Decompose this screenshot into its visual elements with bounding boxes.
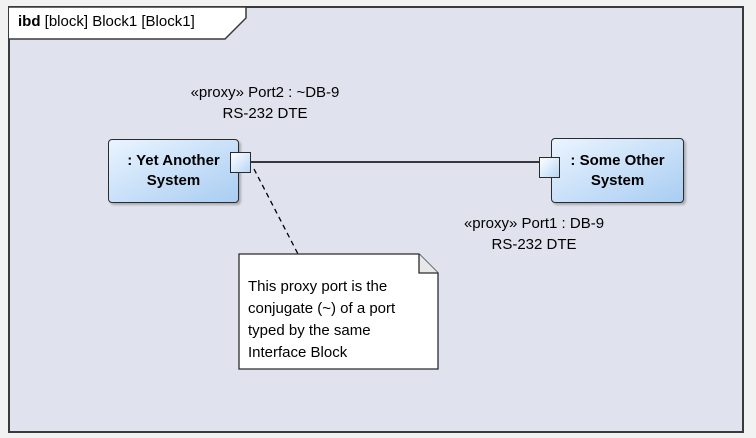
port1[interactable]	[539, 157, 560, 178]
port2-label: «proxy» Port2 : ~DB-9 RS-232 DTE	[175, 82, 355, 124]
block-name-line2: System	[146, 172, 201, 189]
block-name-line2: System	[590, 171, 645, 189]
block-yet-another-system[interactable]: : Yet Another System	[108, 139, 239, 203]
note-anchor-line	[253, 168, 299, 255]
port1-label-line2: RS-232 DTE	[491, 236, 577, 253]
block-name-line1: : Yet Another	[127, 152, 220, 169]
block-name-line1: : Some Other	[570, 151, 665, 169]
port2-label-line2: RS-232 DTE	[222, 105, 308, 122]
frame-kind: ibd	[18, 13, 41, 30]
note-shape[interactable]	[238, 253, 439, 370]
port2-label-line1: «proxy» Port2 : ~DB-9	[190, 84, 340, 101]
frame-name-tab	[9, 6, 247, 40]
note-text: This proxy port is the conjugate (~) of …	[248, 278, 396, 361]
frame-header: [block] Block1 [Block1]	[44, 13, 195, 30]
note-fold	[418, 254, 438, 274]
frame-title: ibd [block] Block1 [Block1]	[18, 13, 195, 30]
port1-label: «proxy» Port1 : DB-9 RS-232 DTE	[448, 213, 620, 255]
port1-label-line1: «proxy» Port1 : DB-9	[463, 215, 605, 232]
port2[interactable]	[230, 152, 251, 173]
block-some-other-system[interactable]: : Some Other System	[551, 138, 684, 203]
